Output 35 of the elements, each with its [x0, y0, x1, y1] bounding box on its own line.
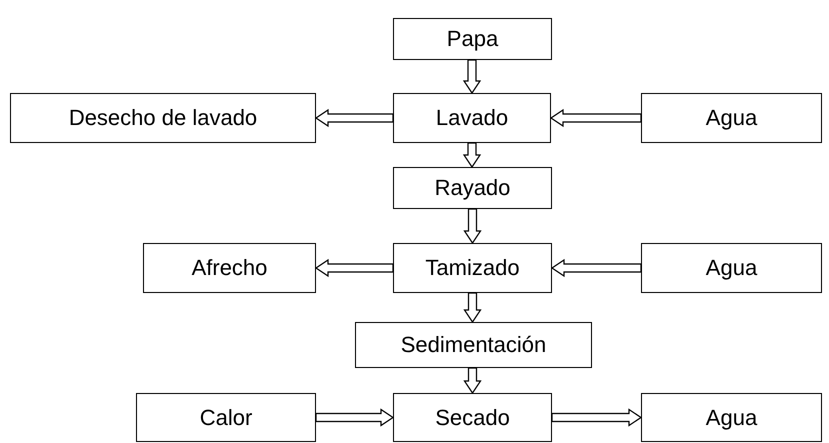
block-arrow — [462, 142, 482, 168]
step-label: Lavado — [436, 105, 508, 131]
process-box — [393, 93, 551, 143]
step-label: Calor — [200, 404, 252, 430]
process-box — [393, 18, 552, 60]
block-arrow — [314, 108, 394, 128]
process-box — [355, 322, 592, 368]
process-box — [393, 167, 552, 209]
step-label: Rayado — [434, 175, 510, 201]
step-label: Sedimentación — [400, 332, 546, 358]
process-box — [641, 93, 822, 143]
step-label: Tamizado — [425, 255, 520, 281]
step-label: Agua — [706, 404, 758, 430]
process-box — [393, 393, 552, 442]
block-arrow — [463, 367, 482, 394]
block-arrow — [551, 408, 642, 427]
block-arrow — [314, 258, 394, 278]
step-label: Agua — [706, 255, 758, 281]
block-arrow — [550, 108, 642, 128]
step-label: Agua — [706, 105, 758, 131]
block-arrow — [315, 408, 394, 427]
process-box — [10, 93, 316, 143]
block-arrow — [462, 59, 482, 94]
step-label: Afrecho — [192, 255, 268, 281]
process-box — [136, 393, 316, 442]
process-box — [143, 243, 316, 293]
step-label: Secado — [435, 404, 510, 430]
step-label: Desecho de lavado — [68, 105, 258, 131]
block-arrow — [463, 292, 482, 324]
process-box — [393, 243, 552, 293]
process-box — [641, 243, 822, 293]
block-arrow — [550, 258, 642, 278]
step-label: Papa — [446, 26, 498, 52]
block-arrow — [463, 208, 482, 244]
process-box — [641, 393, 822, 442]
